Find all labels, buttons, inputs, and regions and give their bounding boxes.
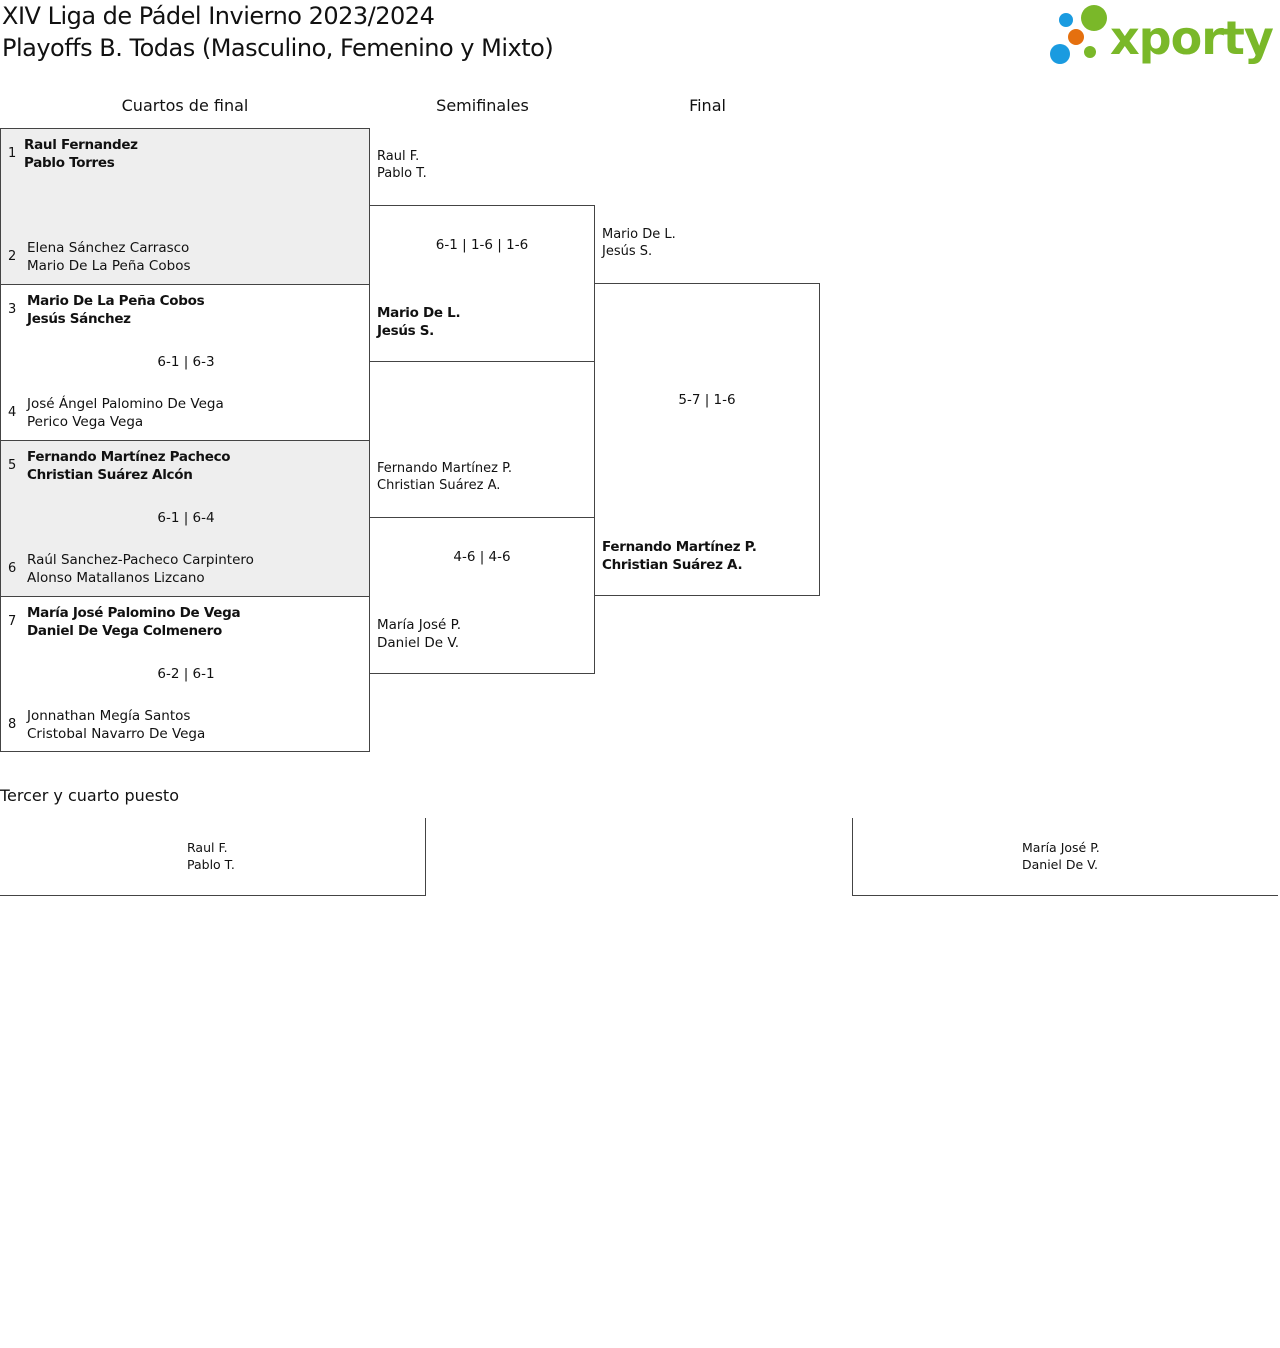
- team: María José P.Daniel De V.: [377, 617, 461, 651]
- seed-number: 4: [8, 405, 17, 420]
- seed-number: 5: [8, 458, 17, 473]
- third-place-title: Tercer y cuarto puesto: [0, 786, 179, 805]
- third-place-team-b: María José P.Daniel De V.: [852, 818, 1278, 896]
- match-score: 6-2 | 6-1: [157, 666, 215, 682]
- match-score: 5-7 | 1-6: [678, 392, 736, 408]
- xporty-logo: xporty: [1044, 4, 1275, 70]
- final-team-a: Mario De L.Jesús S.: [602, 227, 676, 259]
- final-match: 5-7 | 1-6 Fernando Martínez P.Christian …: [594, 283, 820, 596]
- match-score: 6-1 | 1-6 | 1-6: [435, 237, 529, 253]
- seed-number: 2: [8, 249, 17, 264]
- team-winner: Fernando Martínez P.Christian Suárez A.: [602, 539, 757, 573]
- seed-number: 8: [8, 717, 17, 732]
- team: Raul F.Pablo T.: [187, 840, 235, 872]
- seed-number: 7: [8, 614, 17, 629]
- seed-number: 1: [8, 146, 17, 161]
- seed-number: 6: [8, 561, 17, 576]
- match-score: 6-1 | 6-3: [157, 354, 215, 370]
- round-header-semifinals: Semifinales: [436, 96, 529, 115]
- page-title: XIV Liga de Pádel Invierno 2023/2024: [2, 2, 435, 30]
- round-header-final: Final: [689, 96, 726, 115]
- svg-text:xporty: xporty: [1110, 11, 1274, 65]
- semifinal-2-team-a: Fernando Martínez P.Christian Suárez A.: [377, 461, 513, 493]
- page-subtitle: Playoffs B. Todas (Masculino, Femenino y…: [2, 34, 554, 62]
- match-score: 4-6 | 4-6: [453, 549, 511, 565]
- semifinal-match-2: 4-6 | 4-6 María José P.Daniel De V.: [369, 517, 595, 674]
- match-score: 6-1 | 6-4: [157, 510, 215, 526]
- third-place-team-a: Raul F.Pablo T.: [0, 818, 426, 896]
- semifinal-1-team-a: Raul F.Pablo T.: [377, 149, 427, 181]
- team: María José P.Daniel De V.: [1022, 840, 1100, 872]
- round-header-quarterfinals: Cuartos de final: [121, 96, 249, 115]
- semifinal-match-1: 6-1 | 1-6 | 1-6 Mario De L.Jesús S.: [369, 205, 595, 362]
- team-winner: Mario De L.Jesús S.: [377, 305, 461, 339]
- seed-number: 3: [8, 302, 17, 317]
